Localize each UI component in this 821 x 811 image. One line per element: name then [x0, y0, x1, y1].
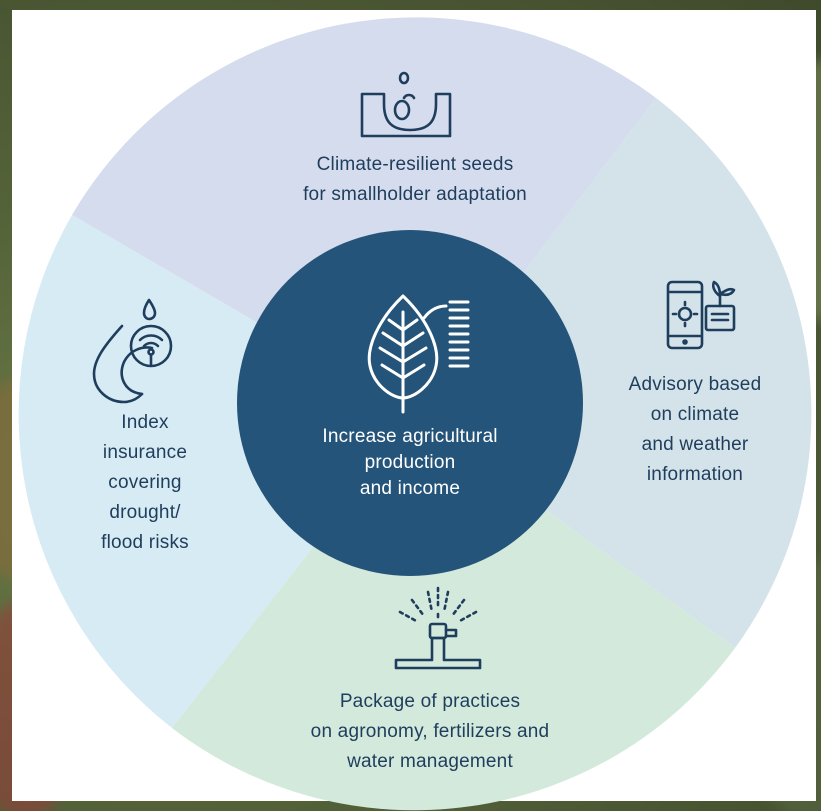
- center-circle: [237, 230, 583, 576]
- insurance-label: Index insurance covering drought/ flood …: [80, 408, 210, 558]
- advisory-label-line: and weather: [641, 434, 749, 455]
- segment-seeds: [72, 17, 656, 416]
- practices-label-line: on agronomy, fertilizers and: [310, 721, 550, 742]
- advisory-label-line: Advisory based: [628, 374, 762, 395]
- segment-insurance: [18, 215, 417, 728]
- water-drop-signal-icon: [92, 298, 173, 404]
- segment-advisory: [416, 98, 812, 648]
- practices-label: Package of practices on agronomy, fertil…: [260, 687, 600, 777]
- insurance-label-line: drought/: [109, 502, 181, 523]
- insurance-label-line: flood risks: [101, 532, 189, 553]
- insurance-label-line: covering: [108, 472, 182, 493]
- seeds-label-line: Climate-resilient seeds: [316, 154, 514, 175]
- practices-label-line: Package of practices: [339, 691, 521, 712]
- leaf-icon: [367, 294, 470, 414]
- seeds-label: Climate-resilient seeds for smallholder …: [240, 150, 590, 210]
- seeds-label-line: for smallholder adaptation: [303, 184, 527, 205]
- insurance-label-line: insurance: [102, 442, 188, 463]
- advisory-label: Advisory based on climate and weather in…: [605, 370, 785, 490]
- center-label-line: and income: [359, 478, 461, 499]
- smartphone-weather-icon: [666, 280, 736, 350]
- seed-in-soil-icon: [360, 71, 452, 138]
- practices-label-line: water management: [347, 751, 513, 772]
- sprinkler-icon: [394, 586, 482, 670]
- center-label: Increase agricultural production and inc…: [290, 424, 530, 502]
- insurance-label-line: Index: [121, 412, 169, 433]
- center-label-line: production: [364, 452, 456, 473]
- center-label-line: Increase agricultural: [322, 426, 498, 447]
- advisory-label-line: information: [646, 464, 744, 485]
- advisory-label-line: on climate: [650, 404, 740, 425]
